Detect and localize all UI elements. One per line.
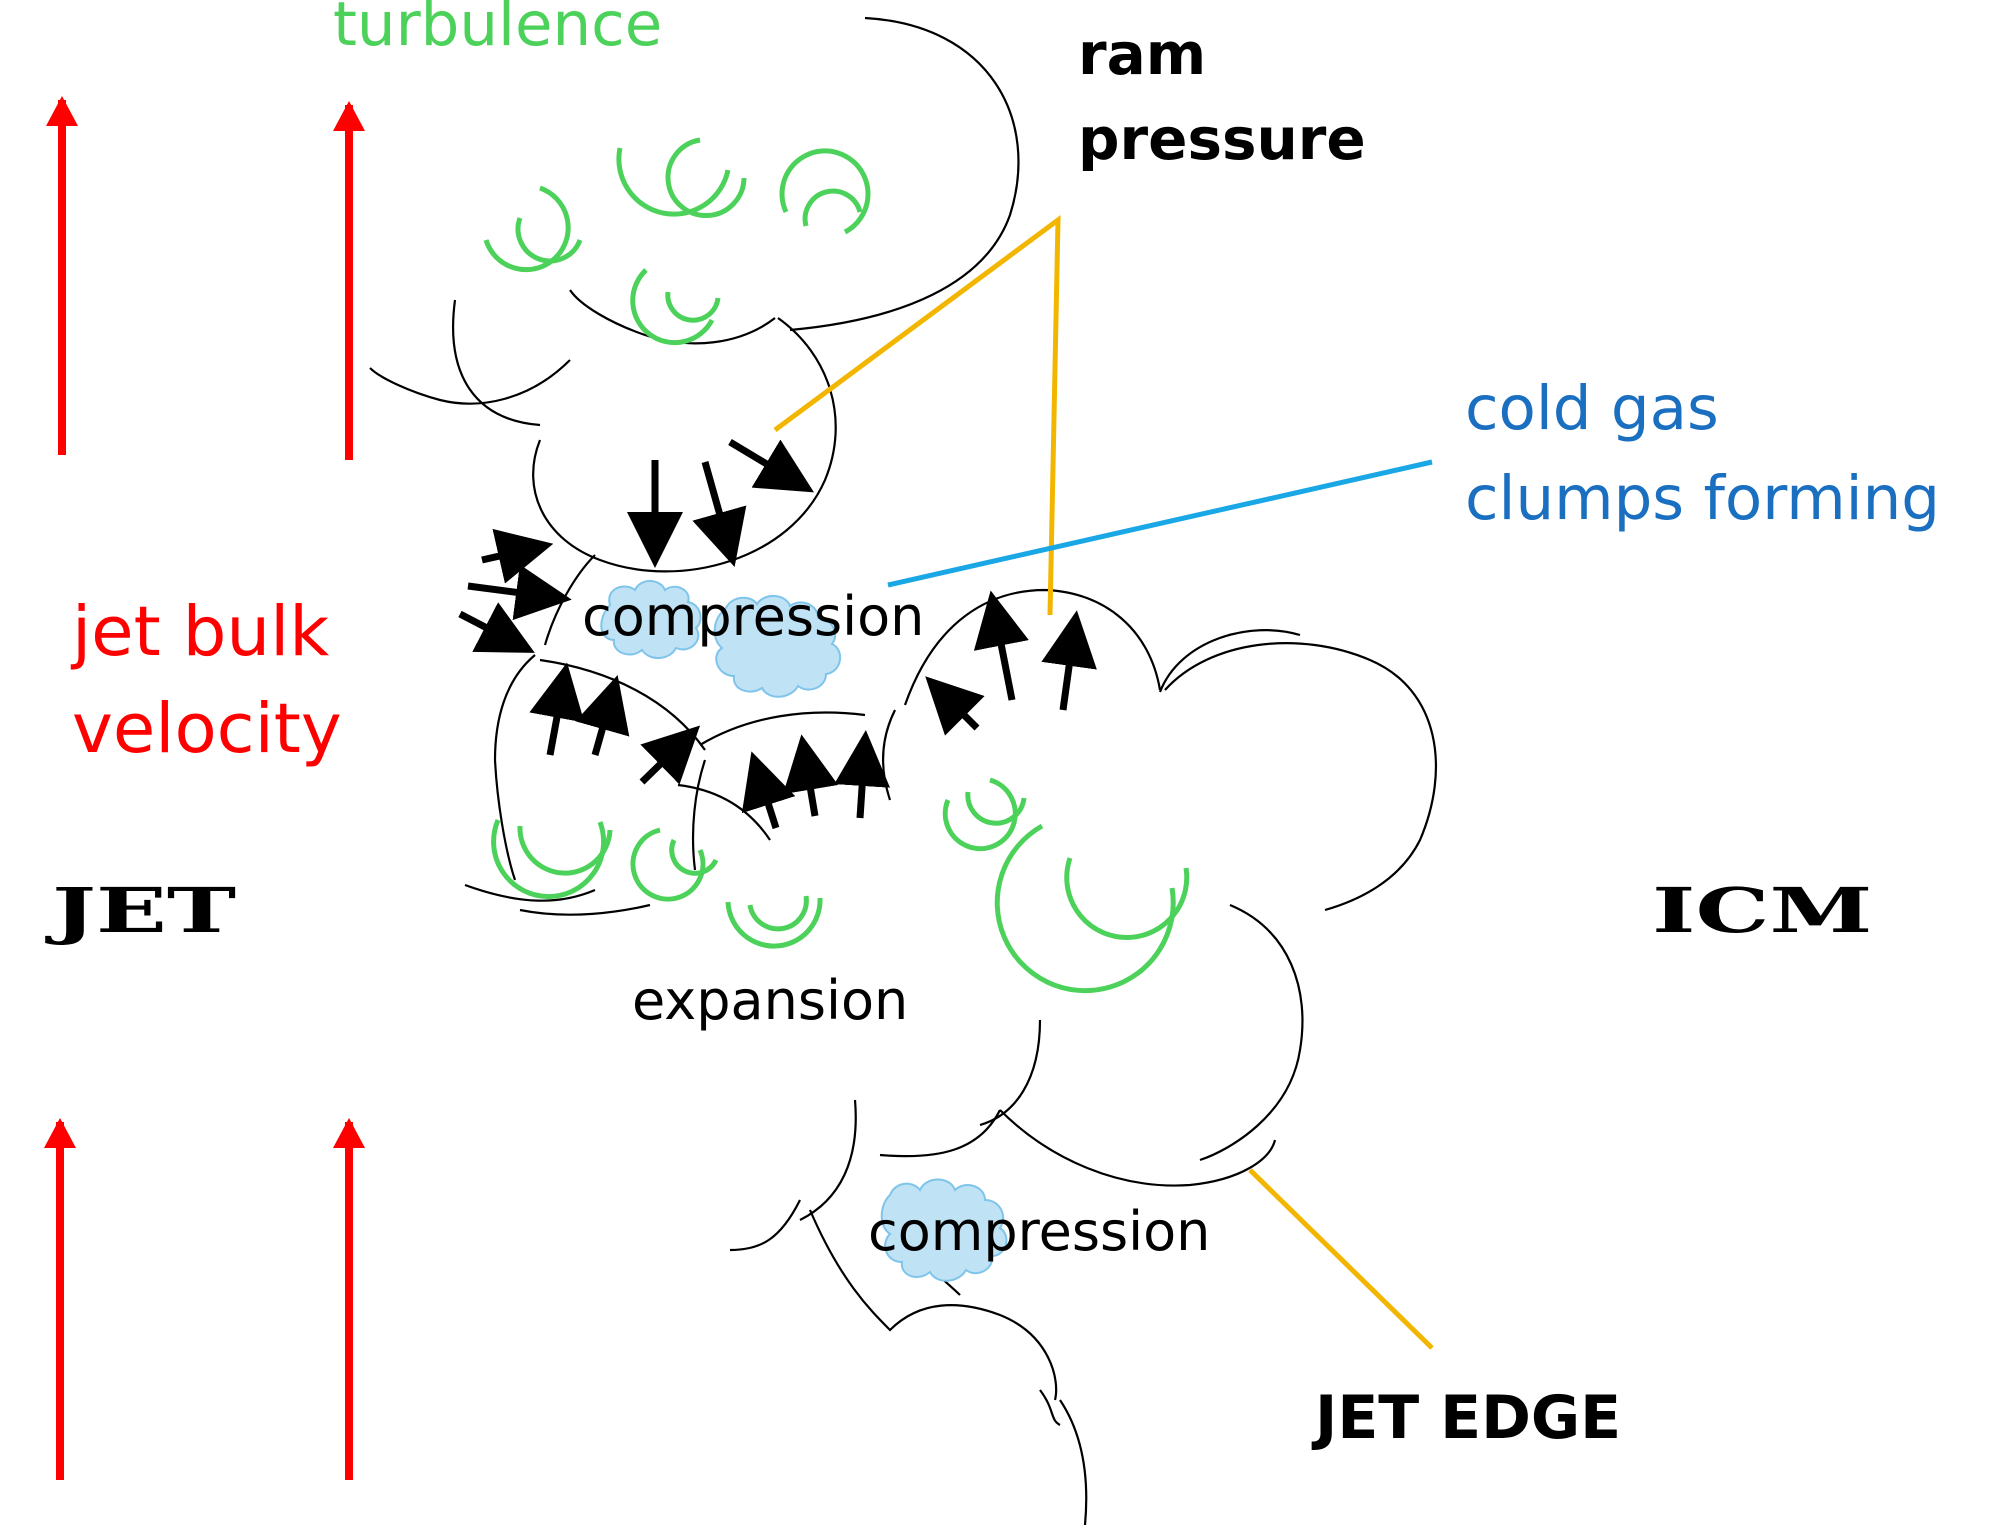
compression-label-lower: compression — [868, 1200, 1211, 1263]
bubble-outline — [464, 883, 596, 902]
bubble-outline — [1158, 629, 1301, 693]
pressure-arrow — [728, 438, 815, 493]
ram-pressure-leader — [773, 214, 1061, 616]
turbulence-swirl — [630, 268, 721, 346]
compression-label-upper: compression — [582, 585, 925, 648]
arrow-head-icon — [46, 96, 78, 126]
expansion-label: expansion — [632, 969, 909, 1032]
pressure-arrow — [529, 662, 585, 756]
bubble-outline — [882, 709, 896, 801]
cold-gas-cloud-icon — [713, 595, 842, 698]
jet-edge-bubbles — [369, 16, 1437, 1525]
jet-bulk-label-line2: velocity — [72, 689, 342, 769]
turbulence-swirl — [630, 827, 719, 902]
jet-velocity-arrows — [44, 96, 365, 1480]
bubble-outline — [999, 1109, 1277, 1187]
cold-gas-clouds — [600, 580, 1008, 1282]
cold-gas-label-line2: clumps forming — [1465, 463, 1941, 534]
bubble-outline — [699, 711, 866, 746]
bubble-outline — [1039, 1389, 1061, 1426]
ram-pressure-label-line2: pressure — [1078, 105, 1366, 173]
arrow-head-icon — [333, 101, 365, 131]
pressure-arrow — [481, 528, 554, 584]
pressure-arrow — [973, 590, 1029, 701]
bubble-outline — [452, 299, 541, 427]
pressure-arrow — [782, 734, 839, 817]
pressure-arrow — [741, 751, 796, 830]
pressure-arrow — [575, 675, 630, 756]
bubble-outline — [808, 1209, 1058, 1401]
bubble-outline — [493, 654, 536, 881]
turbulence-swirl — [779, 148, 871, 235]
bubble-outline — [879, 1109, 1001, 1158]
bubble-outline — [789, 16, 1020, 332]
bubble-outline — [519, 903, 651, 916]
turbulence-swirl — [942, 777, 1027, 852]
cold-gas-leader — [887, 459, 1433, 588]
turbulence-swirls — [483, 137, 1190, 994]
jet-edge-label: JET EDGE — [1315, 1383, 1622, 1453]
pressure-arrow — [467, 564, 572, 621]
bubble-outline — [1164, 642, 1437, 912]
bubble-outline — [369, 359, 571, 405]
bubble-outline — [691, 759, 707, 871]
jet-edge-leader — [1248, 1168, 1434, 1350]
pressure-arrows — [458, 438, 1097, 830]
bubble-outline — [1199, 903, 1304, 1162]
pressure-arrow — [1041, 610, 1097, 711]
bubble-outline — [1059, 1399, 1088, 1525]
cold-gas-label-line1: cold gas — [1465, 373, 1719, 444]
pressure-arrow — [458, 602, 535, 653]
pressure-arrow — [692, 461, 747, 567]
arrow-head-icon — [333, 1118, 365, 1148]
turbulence-swirl — [483, 185, 583, 273]
bubble-outline — [677, 783, 771, 841]
pressure-arrow — [925, 676, 985, 736]
turbulence-swirl — [725, 895, 823, 949]
turbulence-swirl — [491, 819, 613, 900]
turbulence-swirl — [994, 823, 1190, 994]
turbulence-swirl — [616, 137, 747, 218]
pressure-arrow — [834, 730, 891, 819]
jet-region-label: JET — [52, 874, 237, 947]
jet-bulk-label-line1: jet bulk — [72, 592, 330, 672]
bubble-outline — [903, 588, 1162, 706]
leader-lines — [773, 214, 1434, 1350]
bubble-outline — [539, 658, 706, 751]
bubble-outline — [729, 1199, 801, 1252]
bubble-outline — [532, 317, 837, 573]
ram-pressure-label-line1: ram — [1078, 20, 1207, 88]
bubble-outline — [569, 289, 776, 345]
bubble-outline — [979, 1019, 1042, 1127]
cold-gas-cloud-icon — [880, 1178, 1008, 1282]
icm-region-label: ICM — [1652, 874, 1873, 947]
pressure-arrow — [639, 725, 701, 785]
cold-gas-cloud-icon — [600, 580, 702, 659]
turbulence-label: turbulence — [333, 0, 663, 60]
bubble-outline — [799, 1099, 857, 1221]
arrow-head-icon — [44, 1118, 76, 1148]
